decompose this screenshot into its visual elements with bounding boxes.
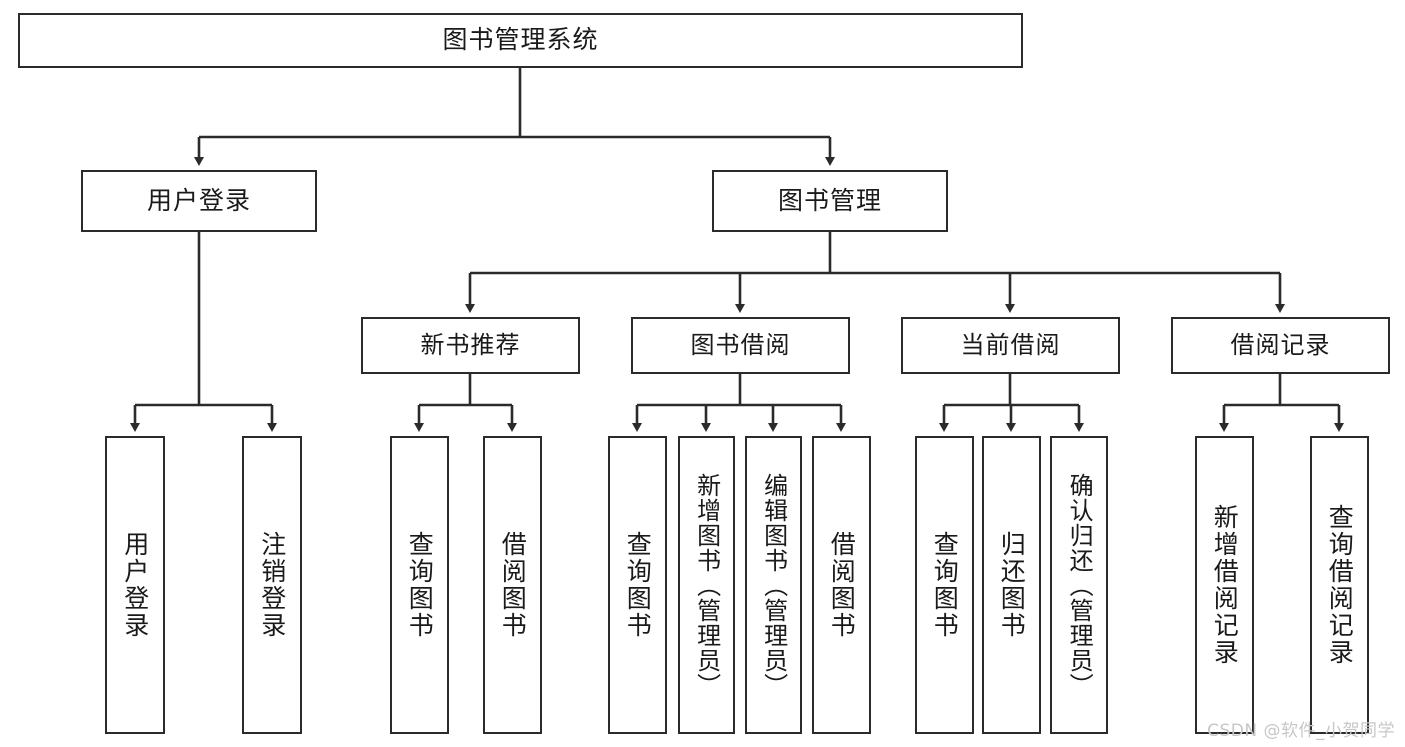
- node-leaf-query-book-3-label: 查询图书: [930, 531, 960, 639]
- node-leaf-query-book-3[interactable]: 查询图书: [915, 436, 974, 734]
- node-user-login[interactable]: 用户登录: [81, 170, 317, 232]
- node-book-manage-label: 图书管理: [777, 185, 882, 215]
- node-book-borrow-label: 图书借阅: [690, 330, 791, 359]
- node-current-borrow[interactable]: 当前借阅: [901, 317, 1120, 374]
- node-root-label: 图书管理系统: [442, 25, 599, 55]
- node-leaf-add-record-label: 新增借阅记录: [1210, 504, 1240, 666]
- node-current-borrow-label: 当前借阅: [960, 330, 1061, 359]
- node-leaf-borrow-book-2[interactable]: 借阅图书: [812, 436, 871, 734]
- node-user-login-label: 用户登录: [146, 185, 251, 215]
- node-leaf-user-login[interactable]: 用户登录: [105, 436, 165, 734]
- node-leaf-borrow-book-1[interactable]: 借阅图书: [483, 436, 542, 734]
- node-new-book-rec[interactable]: 新书推荐: [361, 317, 580, 374]
- node-root[interactable]: 图书管理系统: [18, 13, 1023, 68]
- node-leaf-confirm-return-label: 确认归还（管理员）: [1065, 472, 1094, 698]
- node-leaf-logout-label: 注销登录: [257, 531, 287, 639]
- node-leaf-query-book-2-label: 查询图书: [623, 531, 653, 639]
- node-leaf-query-record[interactable]: 查询借阅记录: [1310, 436, 1369, 734]
- node-borrow-record[interactable]: 借阅记录: [1171, 317, 1390, 374]
- node-leaf-add-book-label: 新增图书（管理员）: [692, 472, 721, 698]
- node-leaf-borrow-book-2-label: 借阅图书: [827, 531, 857, 639]
- node-leaf-add-record[interactable]: 新增借阅记录: [1195, 436, 1254, 734]
- csdn-watermark: CSDN @软件_小贺同学: [1207, 721, 1395, 741]
- node-leaf-confirm-return[interactable]: 确认归还（管理员）: [1050, 436, 1108, 734]
- node-leaf-edit-book-label: 编辑图书（管理员）: [759, 472, 788, 698]
- node-leaf-logout[interactable]: 注销登录: [242, 436, 302, 734]
- node-leaf-add-book[interactable]: 新增图书（管理员）: [678, 436, 735, 734]
- node-book-manage[interactable]: 图书管理: [712, 170, 948, 232]
- node-leaf-user-login-label: 用户登录: [120, 531, 150, 639]
- node-leaf-query-book-1[interactable]: 查询图书: [390, 436, 449, 734]
- node-leaf-query-book-1-label: 查询图书: [405, 531, 435, 639]
- node-new-book-rec-label: 新书推荐: [420, 330, 521, 359]
- node-leaf-return-book[interactable]: 归还图书: [982, 436, 1041, 734]
- node-leaf-edit-book[interactable]: 编辑图书（管理员）: [745, 436, 802, 734]
- node-borrow-record-label: 借阅记录: [1230, 330, 1331, 359]
- node-leaf-return-book-label: 归还图书: [997, 531, 1027, 639]
- node-leaf-borrow-book-1-label: 借阅图书: [498, 531, 528, 639]
- node-book-borrow[interactable]: 图书借阅: [631, 317, 850, 374]
- node-leaf-query-book-2[interactable]: 查询图书: [608, 436, 667, 734]
- node-leaf-query-record-label: 查询借阅记录: [1325, 504, 1355, 666]
